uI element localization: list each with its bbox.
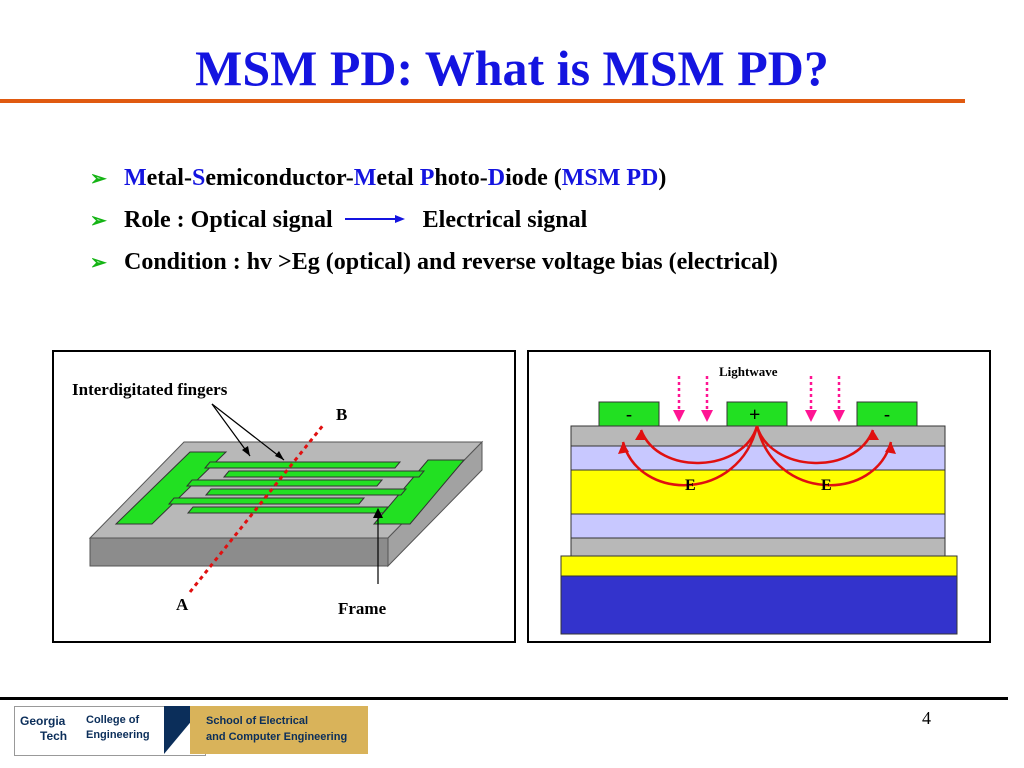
cross-section-diagram: - + - Lightwave E E — [560, 364, 958, 635]
electrode-center — [726, 401, 788, 427]
page-number: 4 — [922, 708, 931, 728]
absorber-layer — [570, 469, 946, 515]
right-arrowhead-icon: ➢ — [90, 252, 107, 274]
label-field-right: E — [821, 477, 832, 494]
word-iode: iode ( — [505, 165, 562, 191]
left-contact-pad — [114, 451, 228, 525]
word-etal2: etal — [376, 165, 420, 191]
initial-m: M — [124, 165, 147, 191]
role-left-text: Role : Optical signal — [124, 207, 333, 233]
label-a: A — [176, 595, 189, 614]
electrode-right-sign: - — [884, 404, 890, 424]
georgia-tech-ece-logo: Georgia Tech College of Engineering Scho… — [14, 706, 368, 756]
interdigitated-diagram: Interdigitated fingers B A Frame — [72, 380, 484, 618]
finger-right-1 — [222, 470, 426, 478]
electrode-left — [598, 401, 660, 427]
cross-section-line-ab — [188, 423, 326, 593]
label-lightwave: Lightwave — [719, 364, 778, 379]
electrode-left-sign: - — [626, 404, 632, 424]
closing-paren: ) — [658, 165, 667, 191]
word-emiconductor: emiconductor- — [205, 165, 354, 191]
bullet-item-condition: ➢ Condition : hv >Eg (optical) and revers… — [90, 244, 778, 286]
logo-tech: Tech — [40, 729, 68, 743]
label-frame: Frame — [338, 599, 387, 618]
right-arrowhead-icon: ➢ — [90, 210, 107, 232]
label-b: B — [336, 405, 347, 424]
bullet-item-definition: ➢Metal-Semiconductor-Metal Photo-Diode (… — [90, 160, 778, 202]
initial-p: P — [419, 165, 435, 191]
electrode-center-sign: + — [749, 404, 760, 426]
pointer-arrowhead-2 — [275, 451, 284, 460]
logo-college-of: College of — [86, 714, 140, 726]
barrier-layer-top — [570, 445, 946, 471]
word-hoto: hoto- — [434, 165, 488, 191]
lightwave-arrowheads — [673, 410, 845, 422]
slide-title: MSM PD: What is MSM PD? — [195, 40, 829, 96]
bullet-item-role: ➢ Role : Optical signal Electrical signal — [90, 202, 778, 244]
buffer-layer — [560, 555, 958, 577]
electric-field-arcs — [621, 425, 893, 487]
label-interdigitated-fingers: Interdigitated fingers — [72, 380, 228, 399]
label-field-left: E — [685, 477, 696, 494]
finger-right-2 — [204, 488, 408, 496]
finger-right-3 — [186, 506, 390, 514]
role-right-text: Electrical signal — [422, 207, 588, 233]
electrode-right — [856, 401, 918, 427]
pointer-arrowhead-1 — [242, 446, 250, 456]
logo-engineering: Engineering — [86, 729, 150, 741]
right-contact-pad — [372, 459, 466, 525]
barrier-layer-bottom — [570, 513, 946, 539]
substrate-layer — [560, 575, 958, 635]
bullet-list: ➢Metal-Semiconductor-Metal Photo-Diode (… — [90, 160, 778, 286]
word-etal: etal- — [146, 165, 192, 191]
field-arc-arrowheads — [618, 430, 896, 454]
logo-right-block — [190, 706, 368, 754]
logo-georgia: Georgia — [20, 714, 66, 728]
initial-s: S — [191, 165, 206, 191]
cross-section-diagram-panel: - + - Lightwave E E — [527, 350, 991, 643]
initial-m2: M — [353, 165, 377, 191]
condition-text: Condition : hv >Eg (optical) and reverse… — [124, 249, 778, 275]
acronym-msm-pd: MSM PD — [561, 165, 659, 191]
pointer-line-2 — [211, 403, 285, 461]
title-divider — [0, 99, 965, 103]
logo-school-line1: School of Electrical — [206, 715, 309, 727]
right-arrowhead-icon: ➢ — [90, 168, 107, 190]
pointer-line-1 — [211, 403, 251, 457]
cap-layer-bottom — [570, 537, 946, 557]
frame-front-face — [89, 537, 389, 567]
initial-d: D — [487, 165, 506, 191]
logo-school-line2: and Computer Engineering — [206, 731, 348, 743]
finger-left-1 — [203, 461, 402, 469]
interdigitated-diagram-panel: Interdigitated fingers B A Frame — [52, 350, 516, 643]
finger-left-2 — [185, 479, 384, 487]
finger-left-3 — [167, 497, 366, 505]
frame-pointer-arrowhead — [373, 508, 383, 518]
footer-divider — [0, 697, 1008, 700]
right-arrow-icon — [344, 215, 405, 224]
